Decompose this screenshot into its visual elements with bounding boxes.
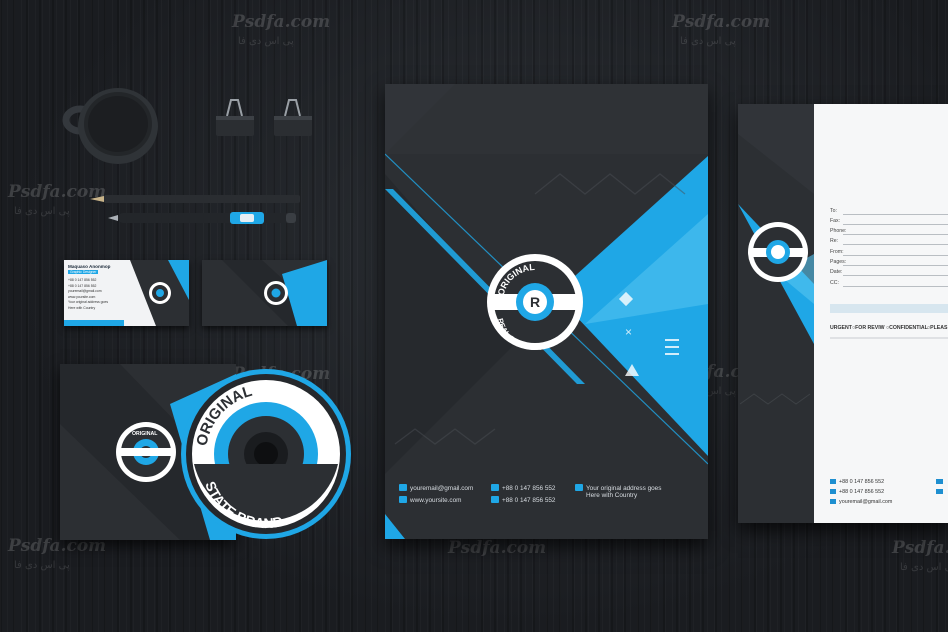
field-fax: Fax:: [830, 218, 841, 224]
field-phone: Phone:: [830, 228, 847, 234]
watermark-logo: Psdfa.com: [8, 536, 107, 556]
phone-icon: [830, 489, 836, 494]
coffee-mug: [62, 88, 158, 164]
watermark-logo: Psdfa.com: [448, 538, 547, 558]
pencil-and-pen: [90, 195, 300, 224]
folder-website: www.yoursite.com: [399, 496, 462, 504]
card-name: Maquaso Anonmop: [68, 264, 111, 269]
envelope-badge-top: ORIGINAL: [132, 431, 158, 437]
home-icon: [399, 484, 407, 491]
folder-phone-1: +88 0 147 856 552: [491, 484, 555, 492]
fax-letterhead: To: Fax: Phone: Re: From: Pages: Date: C…: [738, 104, 948, 523]
field-from: From:: [830, 249, 844, 255]
folder-address-1: Your original address goes: [575, 484, 661, 492]
field-line: [843, 286, 948, 287]
field-pages: Pages:: [830, 259, 847, 265]
presentation-folder: × ORIGINAL REAL STATE BRAND R youremail@…: [385, 84, 708, 539]
card-details: +88 0 147 856 552 +88 0 147 856 552 your…: [68, 278, 109, 310]
letter-phone-1: +88 0 147 856 552: [830, 479, 884, 485]
folder-badge-letter: R: [530, 294, 540, 310]
letter-phone-2: +88 0 147 856 552: [830, 489, 884, 495]
check-urgent: URGENT: [830, 325, 852, 331]
location-icon: [575, 484, 583, 491]
check-for-review: ○FOR REVIW: [852, 325, 885, 331]
folder-address-2: Here with Country: [586, 492, 638, 499]
cd-disc: ORIGINAL STATE BRAND: [181, 369, 351, 539]
mail-icon: [830, 499, 836, 504]
field-line: [843, 244, 948, 245]
field-cc: CC:: [830, 280, 839, 286]
field-line: [843, 275, 948, 276]
field-line: [843, 234, 948, 235]
field-date: Date:: [830, 269, 843, 275]
watermark-logo: Psdfa.com: [232, 12, 331, 32]
folder-email: youremail@gmail.com: [399, 484, 473, 492]
globe-icon: [936, 489, 943, 494]
card-title: Graphic Designer: [68, 270, 99, 274]
field-re: Re:: [830, 238, 839, 244]
watermark-logo: Psdfa.com: [8, 182, 107, 202]
phone-icon: [830, 479, 836, 484]
field-line: [843, 224, 948, 225]
field-line: [843, 265, 948, 266]
folder-badge-top: ORIGINAL: [496, 262, 536, 297]
watermark-logo: Psdfa.com: [672, 12, 771, 32]
business-card-front: Maquaso Anonmop Graphic Designer +88 0 1…: [64, 260, 189, 326]
phone-icon: [491, 496, 499, 503]
check-confidential: ○CONFIDENTIAL: [886, 325, 928, 331]
folder-phone-2: +88 0 147 856 552: [491, 496, 555, 504]
watermark-logo: Psdfa.com: [892, 538, 948, 558]
field-line: [843, 214, 948, 215]
folder-badge-bottom: REAL STATE BRAND: [496, 317, 558, 350]
svg-text:×: ×: [625, 325, 632, 339]
check-please: ○PLEAS: [927, 325, 948, 331]
field-to: To:: [830, 208, 837, 214]
location-icon: [936, 479, 943, 484]
field-line: [843, 255, 948, 256]
letter-email: youremail@gmail.com: [830, 499, 892, 505]
watermark-subtext: پی اس دی فا: [238, 36, 294, 47]
binder-clip: [274, 99, 312, 136]
business-card-back: [202, 260, 327, 326]
watermark-subtext: پی اس دی فا: [14, 206, 70, 217]
binder-clip: [216, 99, 254, 136]
globe-icon: [399, 496, 407, 503]
watermark-subtext: پی اس دی فا: [14, 560, 70, 571]
watermark-subtext: پی اس دی فا: [900, 562, 948, 573]
watermark-subtext: پی اس دی فا: [680, 36, 736, 47]
phone-icon: [491, 484, 499, 491]
